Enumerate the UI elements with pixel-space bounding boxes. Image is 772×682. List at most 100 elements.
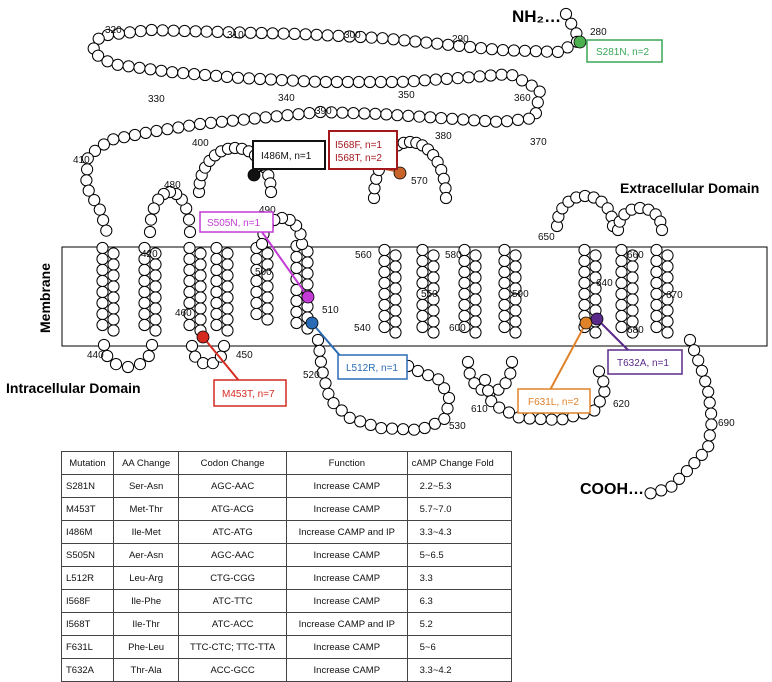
col-function: Function — [285, 451, 408, 475]
residue-number-labels: 280 290 300 310 320 330 340 350 360 370 … — [73, 25, 735, 432]
residue-bead — [321, 29, 334, 42]
residue-bead — [378, 298, 391, 312]
residue-bead — [469, 249, 482, 262]
cell: I486M — [61, 520, 114, 544]
residue-bead — [389, 304, 402, 317]
residue-bead — [435, 112, 448, 125]
cell: 2.2~5.3 — [406, 474, 513, 498]
residue-bead — [147, 202, 160, 215]
residue-bead — [295, 237, 309, 251]
c-terminus-label: COOH… — [580, 481, 644, 498]
residue-bead — [301, 267, 314, 280]
residue-bead — [644, 487, 657, 500]
residue-bead — [255, 26, 268, 40]
residue-bead — [389, 271, 402, 284]
residue-bead — [261, 291, 274, 304]
residue-bead — [358, 107, 371, 120]
residue-bead — [498, 276, 511, 290]
residue-bead — [661, 304, 674, 317]
callout-text: T632A, n=1 — [617, 358, 669, 369]
residue-bead — [509, 315, 522, 328]
residue-bead — [255, 237, 269, 251]
callout-text: S281N, n=2 — [596, 47, 650, 58]
residue-bead — [498, 298, 511, 312]
residue-bead — [92, 49, 105, 62]
residue-bead — [183, 252, 196, 266]
residue-bead — [210, 307, 223, 321]
residue-bead — [650, 309, 663, 323]
n-terminus-label: NH₂… — [512, 7, 561, 26]
residue-bead — [402, 109, 415, 123]
residue-bead — [422, 369, 435, 382]
intracellular-domain-label: Intracellular Domain — [6, 380, 141, 396]
residue-bead — [336, 106, 349, 119]
residue-bead — [376, 32, 389, 45]
residue-bead — [556, 413, 569, 426]
residue-bead — [139, 126, 152, 139]
connector-s505n — [261, 231, 309, 298]
residue-bead — [188, 68, 201, 81]
residue-bead — [343, 411, 356, 424]
residue-bead — [533, 85, 546, 98]
callout-i568: I568F, n=1 I568T, n=2 — [328, 130, 398, 170]
residue-bead — [589, 293, 602, 306]
residue-bead — [96, 285, 109, 299]
callout-t632a: T632A, n=1 — [607, 349, 683, 375]
residue-bead — [661, 315, 674, 328]
residue-bead — [123, 26, 136, 39]
residue-bead — [615, 309, 628, 323]
residue-bead — [506, 69, 519, 82]
callout-box — [607, 349, 683, 375]
residue-bead — [650, 298, 663, 312]
residue-bead — [319, 377, 332, 390]
residue-bead — [221, 280, 234, 293]
residue-bead — [327, 397, 340, 410]
residue-bead — [380, 108, 393, 121]
residue-bead — [458, 320, 471, 334]
residue-bead — [626, 326, 639, 339]
residue-bead — [261, 313, 274, 326]
residue-bead — [485, 395, 498, 408]
residue-bead — [427, 249, 440, 262]
callout-box — [252, 140, 326, 170]
residue-bead — [469, 315, 482, 328]
residue-bead — [531, 96, 544, 109]
residue-label-290: 290 — [452, 34, 469, 45]
residue-bead — [301, 256, 314, 269]
cell: TTC-CTC; TTC-TTA — [178, 635, 287, 659]
residue-label-610: 610 — [471, 404, 488, 415]
residue-bead — [702, 440, 715, 453]
residue-bead — [299, 28, 312, 41]
cell: AGC-AAC — [178, 543, 287, 567]
connector-m453t — [202, 336, 241, 383]
residue-bead — [107, 280, 120, 293]
residue-bead — [261, 302, 274, 315]
residue-bead — [485, 43, 498, 56]
residue-bead — [680, 465, 694, 478]
residue-bead — [615, 265, 628, 279]
residue-bead — [210, 296, 223, 310]
residue-bead — [478, 373, 492, 387]
residue-bead — [374, 75, 387, 89]
residue-bead — [578, 243, 591, 257]
residue-bead — [650, 265, 663, 279]
residue-bead — [111, 58, 124, 71]
callout-s281n: S281N, n=2 — [586, 39, 663, 63]
cell: ATC-TTC — [178, 589, 287, 613]
residue-bead — [509, 304, 522, 317]
residue-bead — [431, 37, 444, 50]
residue-bead — [626, 293, 639, 306]
cell: Increase CAMP — [285, 635, 408, 659]
residue-bead — [144, 213, 158, 226]
residue-bead — [100, 224, 113, 237]
residue-bead — [242, 72, 256, 85]
col-aa-change: AA Change — [112, 451, 180, 475]
residue-bead — [458, 298, 471, 312]
cell: ACC-GCC — [178, 658, 287, 682]
residue-bead — [396, 75, 409, 88]
residue-bead — [182, 213, 196, 226]
residue-bead — [96, 263, 109, 277]
residue-bead — [416, 254, 429, 268]
cell: I568T — [61, 612, 114, 636]
